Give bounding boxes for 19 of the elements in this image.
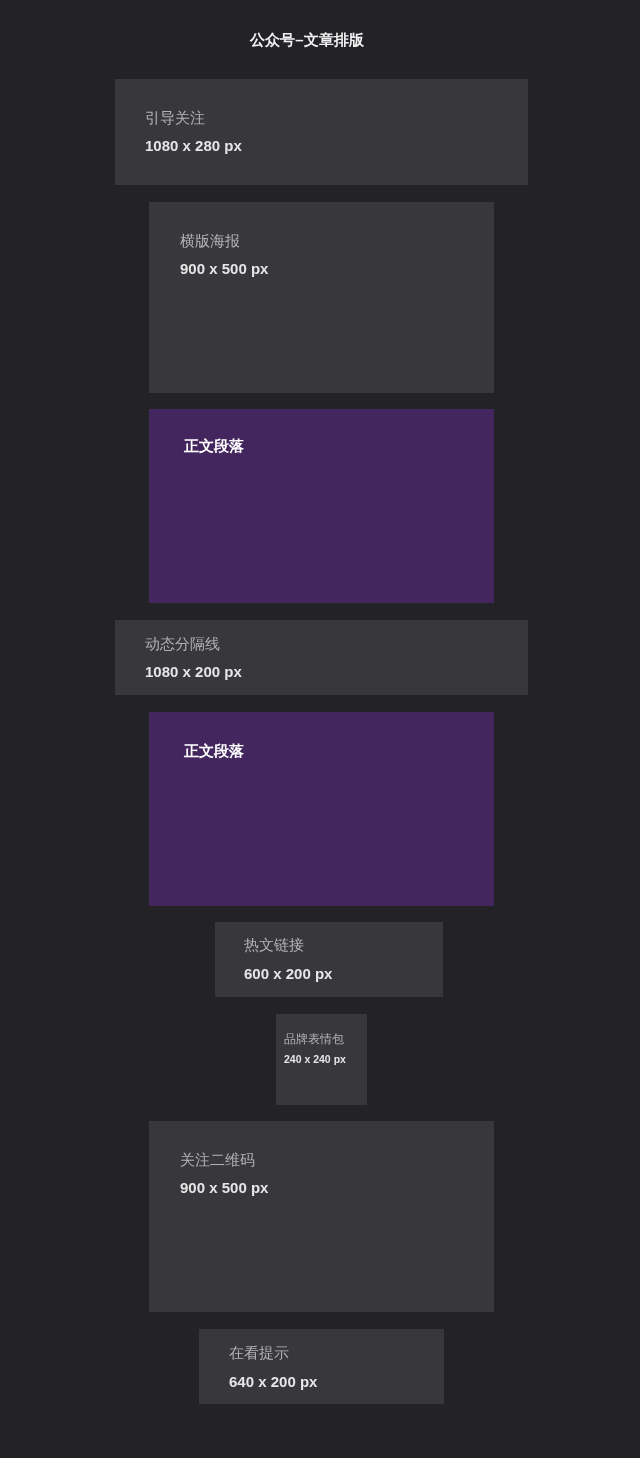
block-title: 动态分隔线 xyxy=(145,634,220,653)
size-label: 900 x 500 px xyxy=(180,260,269,278)
block-title: 热文链接 xyxy=(244,935,304,954)
size-label: 240 x 240 px xyxy=(284,1053,346,1066)
block-title: 正文段落 xyxy=(184,742,244,760)
block-title: 引导关注 xyxy=(145,108,205,127)
block-title: 关注二维码 xyxy=(180,1150,255,1169)
content-block xyxy=(149,712,494,906)
size-label: 600 x 200 px xyxy=(244,965,333,983)
size-label: 1080 x 200 px xyxy=(145,663,242,681)
size-label: 1080 x 280 px xyxy=(145,137,242,155)
block-title: 品牌表情包 xyxy=(284,1032,344,1047)
page-title: 公众号–文章排版 xyxy=(250,31,364,49)
block-title: 横版海报 xyxy=(180,231,240,250)
content-block xyxy=(149,409,494,603)
size-label: 640 x 200 px xyxy=(229,1373,318,1391)
block-title: 在看提示 xyxy=(229,1343,289,1362)
size-label: 900 x 500 px xyxy=(180,1179,269,1197)
block-title: 正文段落 xyxy=(184,437,244,455)
